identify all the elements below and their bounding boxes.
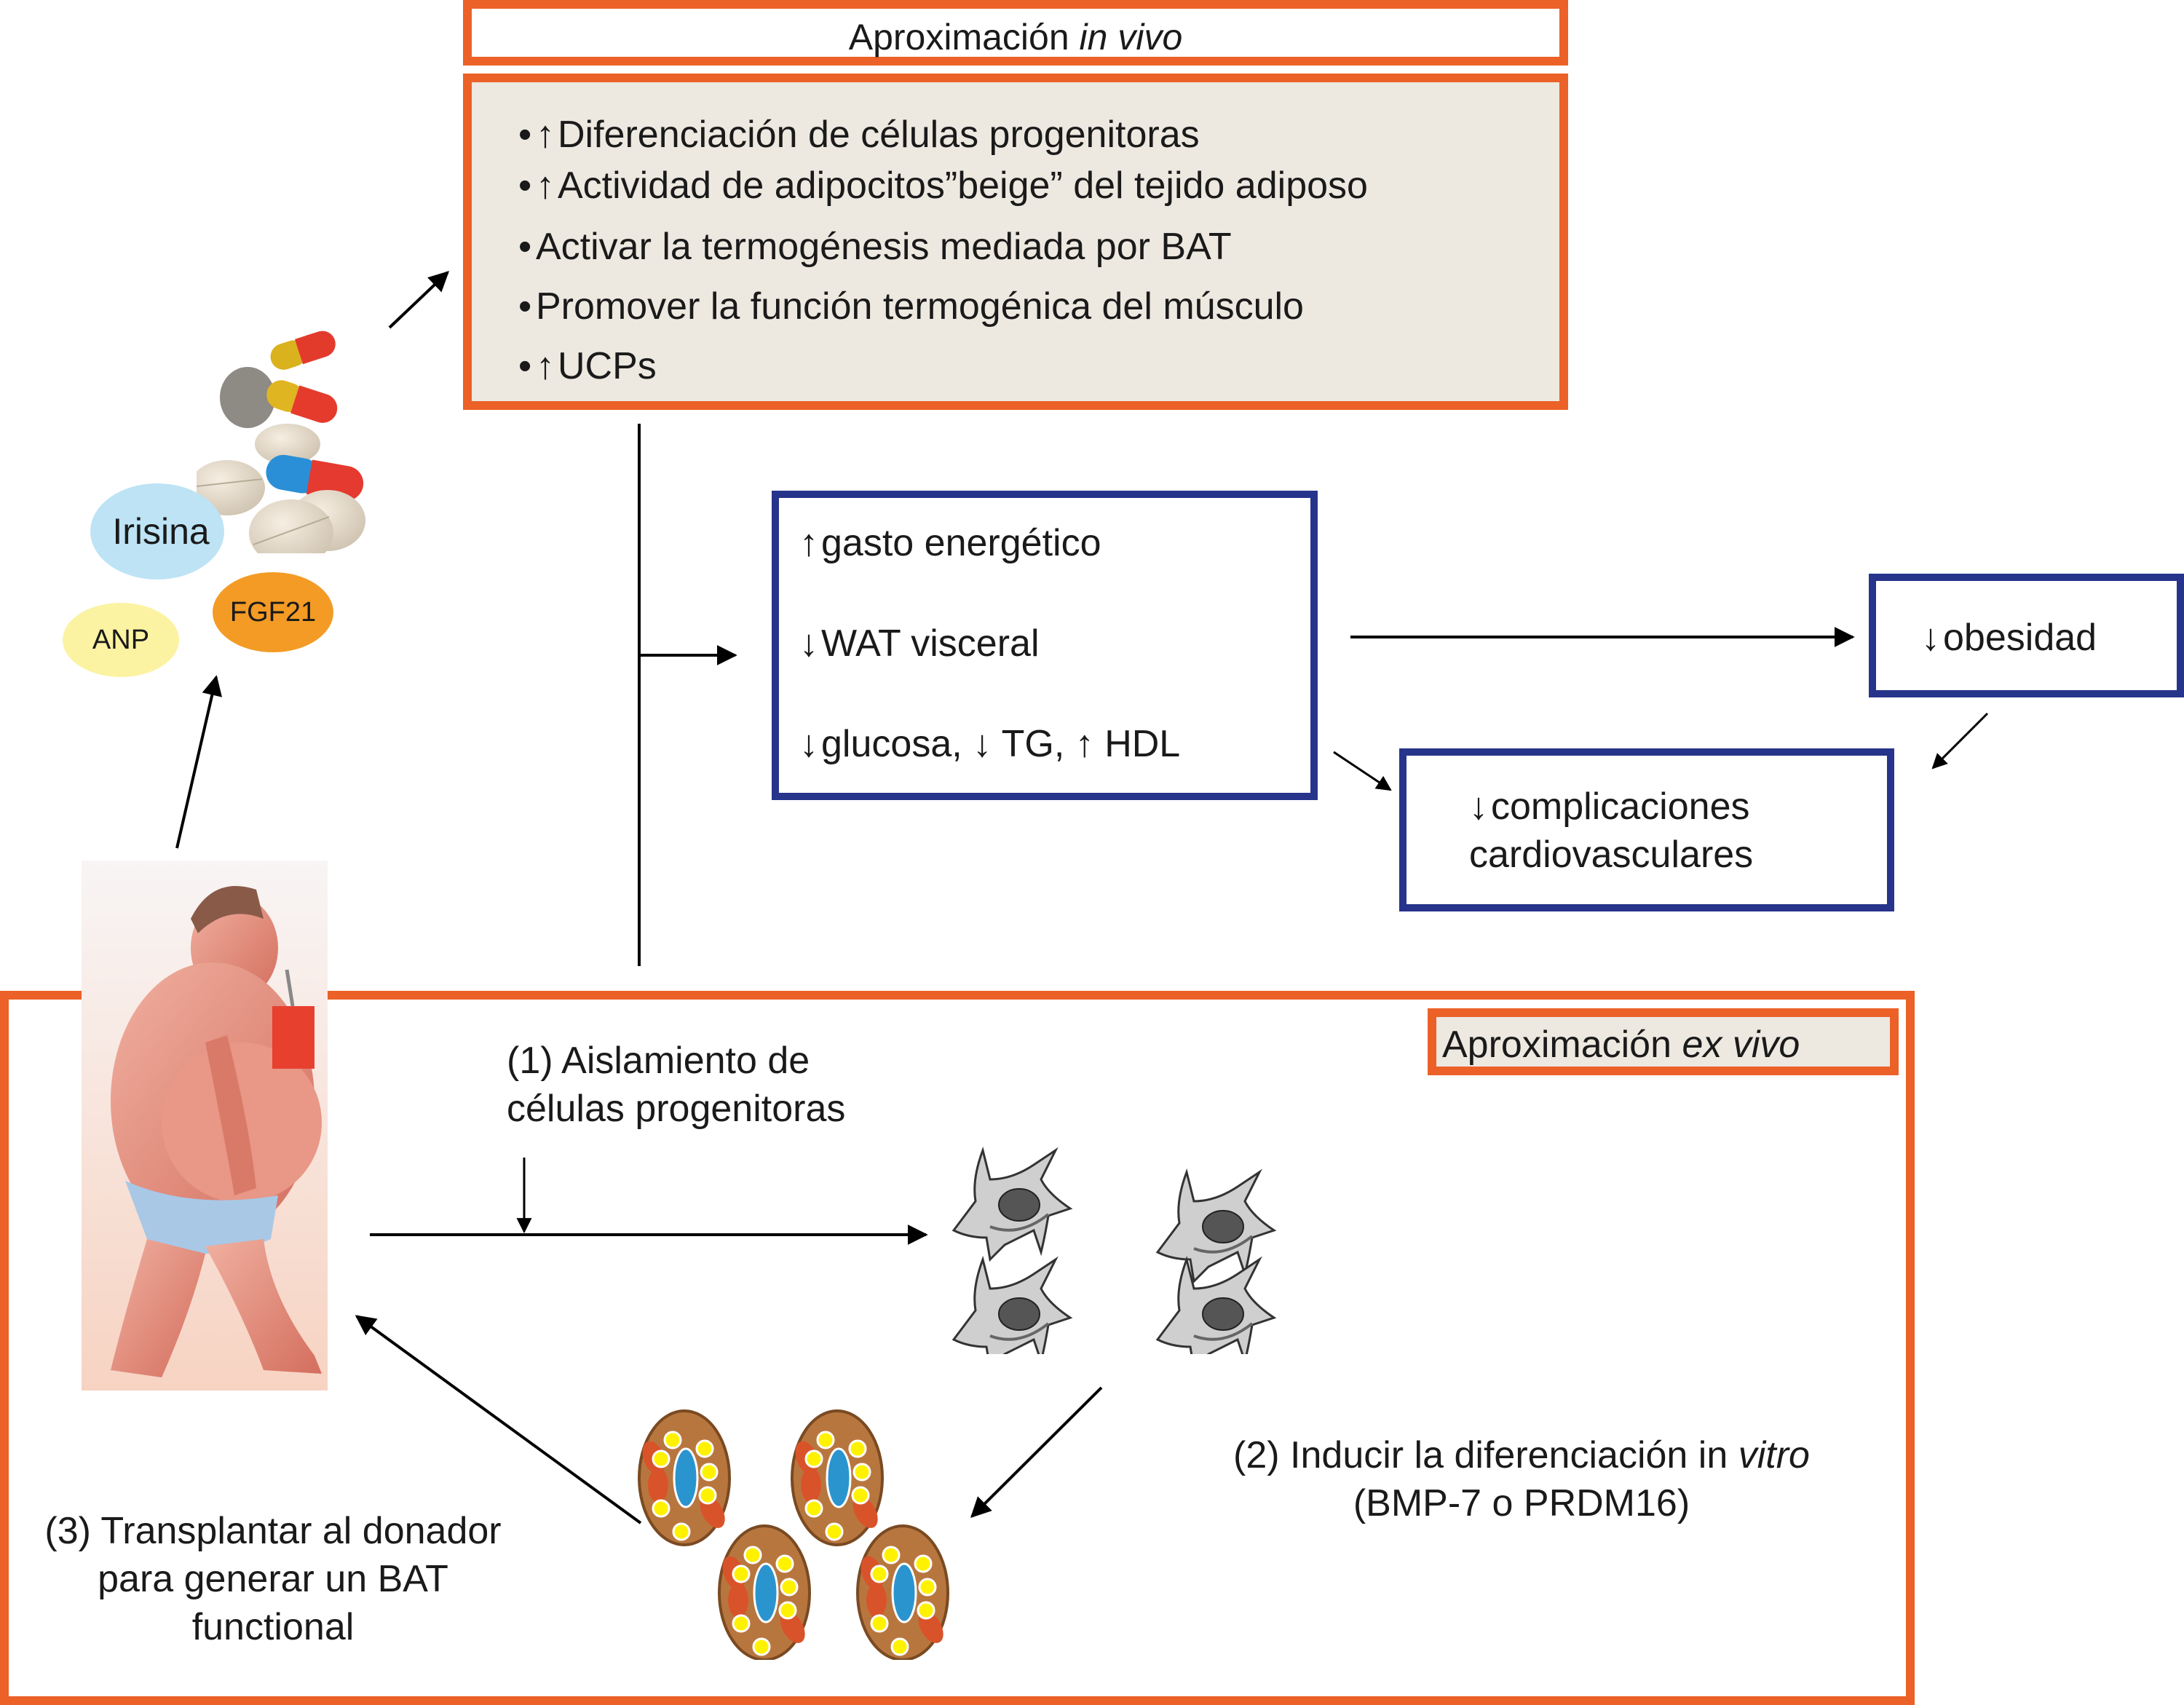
- effects-line: ↑gasto energético: [799, 521, 1101, 565]
- capsule-yellow-red: [266, 380, 338, 423]
- arrow-adipocytes-to-man: [355, 1315, 642, 1524]
- arrow-man-to-molecules: [175, 675, 223, 849]
- irisina-label: Irisina: [112, 511, 210, 552]
- effects-line-text: glucosa, ↓ TG, ↑ HDL: [821, 723, 1181, 765]
- tablet-white: [255, 424, 320, 464]
- arrow-cells-to-adipocytes: [970, 1386, 1103, 1518]
- arrow-down-icon: ↓: [799, 622, 818, 665]
- effects-line: ↓glucosa, ↓ TG, ↑ HDL: [799, 722, 1180, 766]
- in-vivo-bullet-item: •Activar la termogénesis mediada por BAT: [518, 225, 1232, 269]
- arrow-down-icon: ↓: [1469, 786, 1488, 828]
- soda-cup: [272, 1006, 314, 1069]
- arrow-up-icon: ↑: [799, 522, 818, 564]
- arrow-down-icon: ↓: [1921, 617, 1940, 659]
- ex-vivo-title-box: Aproximación ex vivo: [1428, 1008, 1899, 1075]
- step3-line2: para generar un BAT: [98, 1558, 448, 1600]
- effects-box: ↑gasto energético ↓WAT visceral ↓glucosa…: [772, 491, 1318, 800]
- bullet-text: Activar la termogénesis mediada por BAT: [536, 226, 1232, 268]
- bullet-text: Promover la función termogénica del músc…: [536, 285, 1304, 328]
- bullet-text: Actividad de adipocitos”beige” del tejid…: [558, 165, 1368, 207]
- anp-label: ANP: [92, 624, 150, 655]
- step3-line1: (3) Transplantar al donador: [44, 1510, 502, 1552]
- step2-label: (2) Inducir la diferenciación in vitro (…: [1201, 1431, 1842, 1527]
- step1-line1: (1) Aislamiento de: [507, 1040, 810, 1082]
- in-vivo-bullet-item: •Promover la función termogénica del mús…: [518, 285, 1304, 328]
- ex-vivo-title: Aproximación ex vivo: [1442, 1023, 1800, 1067]
- in-vivo-bullet-item: •↑UCPs: [518, 344, 657, 388]
- anp-ellipse: ANP: [63, 603, 179, 677]
- bullet-icon: •: [518, 114, 532, 156]
- step1-label: (1) Aislamiento de células progenitoras: [507, 1037, 845, 1133]
- cardio-line1-text: complicaciones: [1491, 786, 1750, 828]
- fgf21-ellipse: FGF21: [213, 572, 333, 652]
- tablet-white: [197, 460, 265, 515]
- in-vivo-title-italic: in vivo: [1079, 17, 1183, 58]
- bullet-icon: •: [518, 345, 532, 387]
- irisina-ellipse: Irisina: [90, 483, 224, 579]
- obese-man-illustration: [82, 861, 328, 1390]
- step2-line1: (2) Inducir la diferenciación in vitro: [1201, 1431, 1842, 1479]
- bullet-text: UCPs: [558, 345, 657, 387]
- capsule-yellow-red: [270, 331, 336, 370]
- cardio-box: ↓complicaciones cardiovasculares: [1399, 748, 1894, 911]
- pills-illustration: [197, 331, 365, 553]
- effects-line-text: WAT visceral: [821, 622, 1040, 665]
- in-vivo-title: Aproximación in vivo: [472, 16, 1559, 58]
- arrow-down-icon: ↓: [799, 723, 818, 765]
- in-vivo-content-box: •↑Diferenciación de células progenitoras…: [463, 74, 1568, 410]
- step1-line2: células progenitoras: [507, 1088, 846, 1130]
- bullet-icon: •: [518, 165, 532, 207]
- man-underwear: [125, 1181, 278, 1254]
- cardio-line1: ↓complicaciones: [1469, 785, 1750, 828]
- cardio-line2: cardiovasculares: [1469, 834, 1754, 876]
- step2-line1-italic: vitro: [1738, 1434, 1810, 1476]
- in-vivo-bullet-item: •↑Actividad de adipocitos”beige” del tej…: [518, 164, 1368, 207]
- obesity-box: ↓obesidad: [1869, 574, 2184, 697]
- effects-line-text: gasto energético: [821, 522, 1101, 564]
- obesity-label: obesidad: [1943, 617, 2097, 659]
- arrow-effects-to-cardio: [1333, 751, 1392, 791]
- arrow-up-icon: ↑: [536, 165, 555, 207]
- arrow-obesity-to-cardio: [1931, 712, 1989, 770]
- ex-vivo-title-italic: ex vivo: [1682, 1024, 1800, 1066]
- bullet-text: Diferenciación de células progenitoras: [558, 114, 1200, 156]
- in-vivo-title-box: Aproximación in vivo: [463, 0, 1568, 66]
- tablet-white: [249, 499, 333, 553]
- step3-line3: functional: [191, 1606, 355, 1648]
- obesity-text: ↓obesidad: [1921, 616, 2097, 660]
- arrow-up-icon: ↑: [536, 345, 555, 387]
- arrow-pills-to-in-vivo: [388, 271, 450, 329]
- fgf21-label: FGF21: [229, 596, 317, 628]
- step3-label: (3) Transplantar al donador para generar…: [22, 1507, 524, 1651]
- bullet-icon: •: [518, 285, 532, 328]
- in-vivo-title-prefix: Aproximación: [848, 17, 1080, 58]
- bullet-icon: •: [518, 226, 532, 268]
- ex-vivo-box: [0, 991, 1915, 1705]
- in-vivo-bullet-item: •↑Diferenciación de células progenitoras: [518, 113, 1200, 157]
- tablet-grey: [220, 367, 275, 428]
- effects-line: ↓WAT visceral: [799, 622, 1040, 665]
- step2-line1-text: (2) Inducir la diferenciación in: [1233, 1434, 1738, 1476]
- step2-line2: (BMP-7 o PRDM16): [1353, 1482, 1690, 1524]
- arrow-up-icon: ↑: [536, 114, 555, 156]
- ex-vivo-title-prefix: Aproximación: [1442, 1024, 1682, 1066]
